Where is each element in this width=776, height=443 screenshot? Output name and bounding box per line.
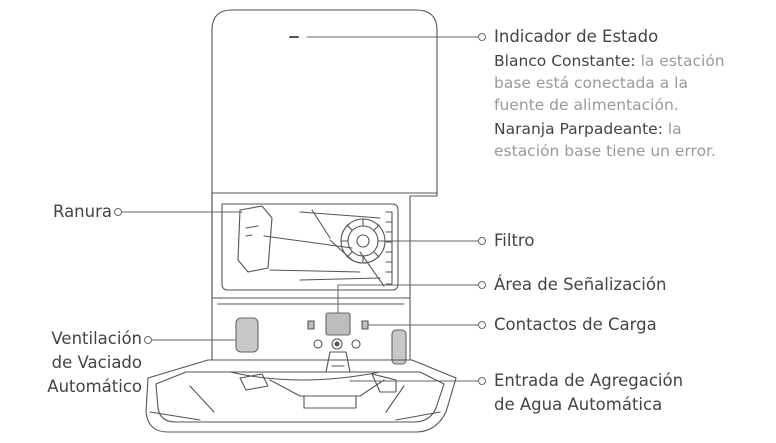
label-filter: Filtro (494, 231, 535, 250)
charging-contact-right (361, 320, 369, 330)
white-label: Blanco Constante: (494, 52, 636, 70)
label-status-indicator: Indicador de Estado (494, 27, 659, 46)
label-vent-line2: de Vaciado (51, 353, 142, 372)
label-vent-line3: Automático (47, 377, 142, 396)
label-slot: Ranura (52, 202, 112, 221)
status-desc-line1: Blanco Constante: la estación (494, 50, 725, 72)
upper-housing (211, 9, 438, 194)
leader-signal (337, 284, 479, 314)
status-desc-line5: estación base tiene un error. (494, 142, 716, 160)
white-text-1: la estación (635, 52, 725, 70)
status-desc-line4: Naranja Parpadeante: la (494, 118, 682, 140)
vent-pad-right (391, 329, 407, 365)
status-desc-line3: fuente de alimentación. (494, 96, 679, 114)
bin-window (221, 203, 399, 291)
label-water-line1: Entrada de Agregación (494, 371, 684, 390)
signal-area (325, 312, 351, 336)
orange-label: Naranja Parpadeante: (494, 120, 663, 138)
label-water-line2: de Agua Automática (494, 395, 663, 414)
label-vent-line1: Ventilación (51, 329, 142, 348)
status-desc-line2: base está conectada a la (494, 74, 688, 92)
label-signal-area: Área de Señalización (494, 275, 667, 294)
water-inlet (325, 351, 351, 373)
filter-wheel (340, 218, 386, 264)
orange-text-1: la (662, 120, 682, 138)
ramp (145, 359, 457, 433)
vent-pad-left (235, 317, 259, 353)
charging-contact-left (307, 320, 315, 330)
slot-bag (237, 205, 273, 273)
label-charging-contacts: Contactos de Carga (494, 315, 657, 334)
